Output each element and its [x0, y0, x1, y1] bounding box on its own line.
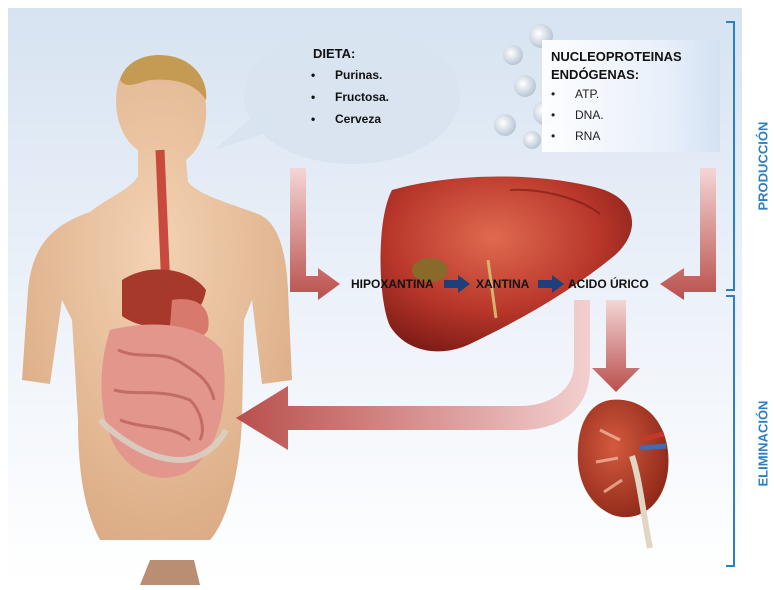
pathway-xanthine-label: XANTINA — [476, 277, 529, 291]
phase-brackets — [726, 22, 734, 566]
nucleoprotein-item: ATP. — [551, 86, 604, 107]
diet-title: DIETA: — [313, 46, 355, 61]
diet-item: Cerveza — [311, 111, 389, 133]
kidney-illustration — [578, 400, 669, 548]
diet-list: Purinas. Fructosa. Cerveza — [311, 67, 389, 133]
pathway-uric-acid-label: ACIDO ÚRICO — [568, 277, 649, 291]
nucleoproteins-list: ATP. DNA. RNA — [551, 86, 604, 149]
nucleoprotein-item: DNA. — [551, 107, 604, 128]
nucleoprotein-item: RNA — [551, 128, 604, 149]
nucleoproteins-title-line2: ENDÓGENAS: — [551, 66, 731, 84]
diet-item: Fructosa. — [311, 89, 389, 111]
nucleoproteins-title: NUCLEOPROTEINAS ENDÓGENAS: — [551, 48, 731, 84]
liver-illustration — [381, 176, 633, 351]
pathway-hypoxanthine-label: HIPOXANTINA — [351, 277, 434, 291]
production-label: PRODUCCIÓN — [756, 101, 771, 211]
elimination-label: ELIMINACIÓN — [756, 377, 771, 487]
nucleoproteins-title-line1: NUCLEOPROTEINAS — [551, 48, 731, 66]
diet-item: Purinas. — [311, 67, 389, 89]
